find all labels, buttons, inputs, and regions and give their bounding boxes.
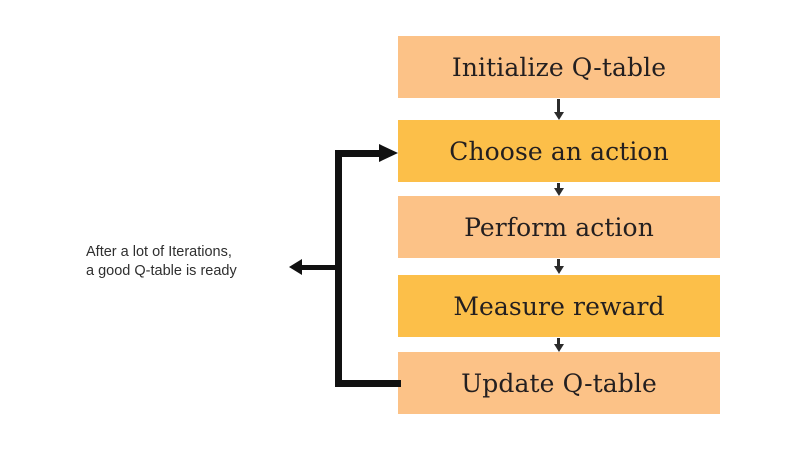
flow-box-label: Perform action	[464, 212, 654, 242]
flow-box-perform-action[interactable]: Perform action	[398, 196, 720, 258]
side-note-line-2: a good Q-table is ready	[86, 263, 237, 279]
flow-box-choose-an-action[interactable]: Choose an action	[398, 120, 720, 182]
flow-box-initialize-q-table[interactable]: Initialize Q-table	[398, 36, 720, 98]
arrow-left-icon-side-note	[289, 259, 302, 275]
flow-box-label: Update Q-table	[461, 368, 657, 398]
feedback-loop-bottom-segment	[335, 380, 401, 387]
arrow-down-icon-measure-to-update	[557, 338, 560, 345]
flow-box-label: Choose an action	[449, 136, 669, 166]
flow-box-update-q-table[interactable]: Update Q-table	[398, 352, 720, 414]
arrow-down-icon-initialize-to-choose	[557, 99, 560, 113]
flow-box-measure-reward[interactable]: Measure reward	[398, 275, 720, 337]
side-note-text: After a lot of Iterations, a good Q-tabl…	[86, 243, 276, 281]
arrow-down-icon-perform-to-measure	[557, 259, 560, 267]
arrow-right-icon-feedback-loop	[379, 144, 398, 162]
arrow-down-icon-choose-to-perform	[557, 183, 560, 189]
side-note-arrow-shaft	[300, 265, 338, 270]
side-note-line-1: After a lot of Iterations,	[86, 244, 232, 260]
flow-box-label: Initialize Q-table	[451, 52, 667, 82]
feedback-loop-vertical-segment	[335, 150, 342, 387]
flow-box-label: Measure reward	[453, 291, 665, 321]
feedback-loop-top-segment	[335, 150, 387, 157]
